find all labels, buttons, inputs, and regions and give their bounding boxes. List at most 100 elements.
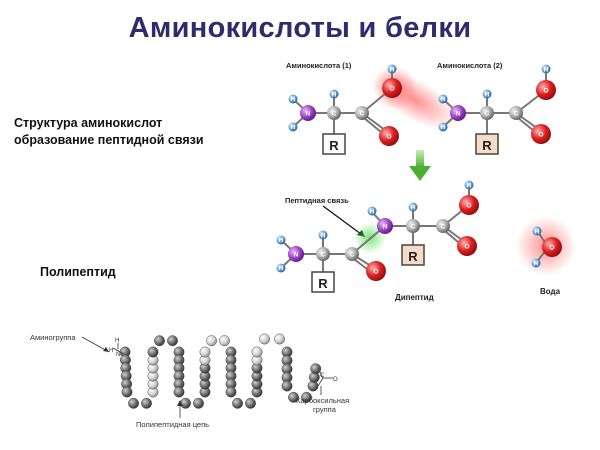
atom-letter: O [464,244,469,251]
atom-letter: H [109,348,113,354]
atom-letter: C [411,224,416,231]
hydrogen-atom [438,122,448,132]
atom-letter: N [294,252,299,259]
carboxyl-group-label-2: группа [313,405,337,414]
hydrogen-atom [367,206,377,216]
chain-bead [232,397,243,409]
chain-bead [141,397,152,409]
atom-letters-dipeptide: H H N C H C O N H C H C O H O [279,183,472,276]
r-group-label: R [318,276,328,291]
chain-label: Полипептидная цепь [136,420,209,429]
nitrogen-atom [300,105,316,121]
atom-letter: H [291,124,296,131]
hydrogen-atom [532,226,542,236]
atom-letters-top: H H N C H C O H O H H N C H C O H O [291,67,549,141]
atom-letter: C [321,252,326,259]
atom-letter: H [291,96,296,103]
hydrogen-atom [288,122,298,132]
atom-letter: H [441,96,446,103]
page-title: Аминокислоты и белки [128,12,472,44]
structure-caption-line2: образование пептидной связи [14,133,204,147]
atom-letter: N [383,224,388,231]
chain-bead [301,391,312,403]
atom-letter: O [389,86,394,93]
r-group-label: R [482,138,492,153]
r-group-label: R [408,249,418,264]
chain-bead [245,397,256,409]
atom-letter: O [549,245,554,252]
chain-bead [180,397,191,409]
atom-letter: H [441,124,446,131]
hydrogen-atom [541,64,551,74]
hydrogen-atom [318,230,328,240]
atom-letter: O [466,203,471,210]
nitrogen-atom [377,218,393,234]
peptide-bond-label: Пептидная связь [285,196,349,205]
atom-letter: H [390,67,395,74]
oxygen-atom [531,124,551,144]
carboxyl-group-label-1: Карбоксильная [296,396,349,405]
chain-bead [199,346,211,358]
atom-letter: H [321,233,326,240]
nitrogen-atom [450,105,466,121]
atom-letter: H [370,209,375,216]
chain-termini: H H N C O [109,338,338,387]
hydrogen-atom [329,89,339,99]
atom-letter: C [441,224,446,231]
hydrogen-atom [408,202,418,212]
r-group-box [475,133,499,155]
atom-letter: O [538,132,543,139]
oxygen-atom [536,80,556,100]
chain-annotations: Аминогруппа Карбоксильная группа Полипеп… [30,333,349,429]
atom-letter: C [320,373,325,379]
water-molecule: O H H [516,216,576,276]
chain-bead [167,335,178,347]
atom-letter: H [535,229,540,236]
water-label: Вода [540,287,561,296]
oxygen-atom [542,237,562,257]
chain-bead [310,363,322,375]
hydrogen-atom [531,258,541,268]
atom-letter: O [333,377,338,383]
structure-caption: Структура аминокислот образование пептид… [14,115,204,149]
atom-letter: O [386,134,391,141]
atom-letter: H [279,265,284,272]
hydrogen-atom [387,64,397,74]
r-group-box [401,244,425,266]
oxygen-atom [457,236,477,256]
atom-letter: N [306,111,311,118]
atom-letter: C [360,111,365,118]
r-group-label: R [329,138,339,153]
atom-letter: H [411,205,416,212]
carbon-atom [327,106,341,120]
chain-bead [281,380,293,392]
polypeptide-caption: Полипептид [40,265,116,279]
atom-letter: H [115,338,119,344]
atom-letter: C [350,252,355,259]
chain-bead [173,386,185,398]
hydrogen-atom [464,180,474,190]
atom-letter: H [279,237,284,244]
atom-letter: C [514,111,519,118]
atom-letter: H [485,92,490,99]
amino-acid-2-bonds [442,70,547,136]
hydrogen-atom [276,235,286,245]
reaction-arrow [409,150,431,181]
oxygen-atom [366,261,386,281]
oxygen-atom [382,78,402,98]
chain-bead [193,397,204,409]
oxygen-atom [379,126,399,146]
chain-bead [128,397,139,409]
chain-bead [225,386,237,398]
chain-bead [206,335,217,347]
carbon-atom [436,219,450,233]
chain-bead [219,335,230,347]
chain-bead [154,335,165,347]
hydrogen-atom [288,94,298,104]
oxygen-atom [459,195,479,215]
r-group-box [311,271,335,293]
amino-acid-1-label: Аминокислота (1) [286,61,352,70]
atom-letter: H [332,92,337,99]
polypeptide-chain [119,333,322,409]
chain-bead [251,346,263,358]
